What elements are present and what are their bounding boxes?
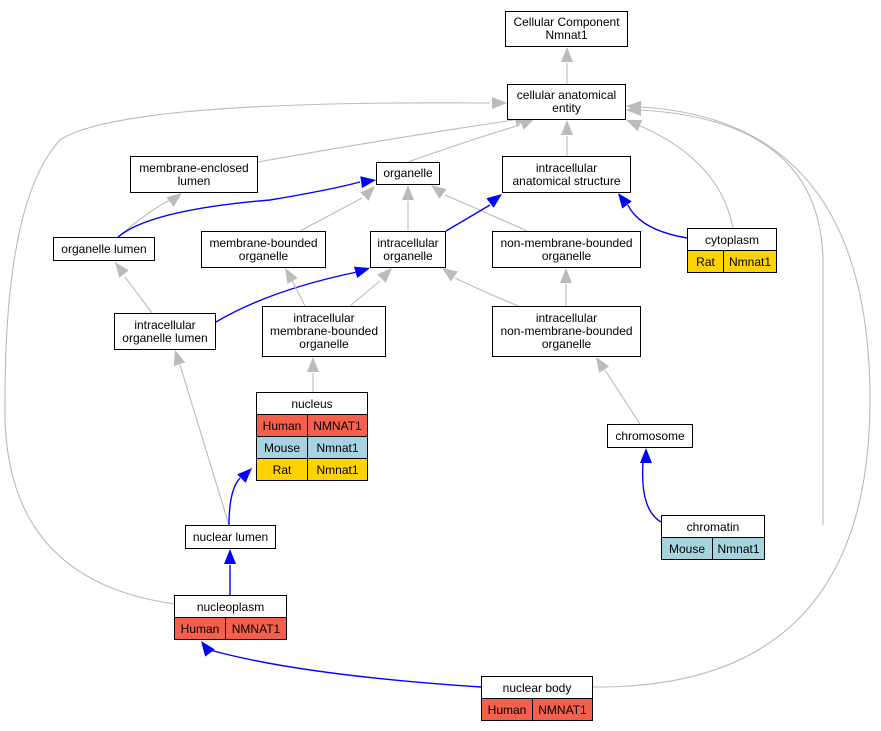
node-nuclear-lumen[interactable]: nuclear lumen — [185, 525, 276, 549]
arrowhead — [518, 118, 535, 130]
node-label: nucleus — [257, 393, 367, 415]
blue-edge-line — [627, 204, 688, 239]
blue-edge-line — [445, 204, 491, 232]
arrowhead — [285, 268, 298, 284]
annotation-row: Human NMNAT1 — [175, 618, 286, 639]
gene-cell: NMNAT1 — [533, 699, 592, 720]
node-cellular-anatomical-entity[interactable]: cellular anatomical entity — [507, 84, 626, 120]
blue-edge-line — [215, 271, 358, 323]
gray-edge-line — [604, 369, 641, 425]
arrowhead — [560, 268, 572, 283]
gray-edge-line — [591, 106, 871, 688]
gray-edge-line — [444, 194, 528, 232]
gray-edge-line — [124, 276, 153, 314]
gene-cell: Nmnat1 — [713, 538, 764, 559]
gene-cell: NMNAT1 — [308, 415, 367, 436]
node-nuclear-body[interactable]: nuclear body Human NMNAT1 — [481, 676, 593, 721]
arrowhead — [201, 641, 215, 657]
arrowhead — [492, 97, 507, 109]
arrowhead — [431, 185, 447, 199]
blue-edge-line — [209, 649, 482, 688]
blue-edge-line — [641, 461, 662, 523]
arrowhead — [166, 193, 182, 207]
arrowhead — [307, 357, 319, 372]
arrowhead — [360, 186, 375, 201]
gray-edge-line — [349, 280, 381, 307]
species-cell: Rat — [688, 251, 724, 272]
node-cellular-component[interactable]: Cellular Component Nmnat1 — [505, 11, 628, 47]
arrowhead — [561, 120, 573, 135]
gray-edge-line — [257, 119, 515, 163]
arrowhead — [237, 468, 252, 483]
gray-edge-line — [454, 277, 519, 307]
annotation-row: Mouse Nmnat1 — [662, 538, 764, 559]
arrowhead — [442, 268, 458, 282]
node-intracellular-anatomical-structure[interactable]: intracellular anatomical structure — [502, 156, 631, 193]
arrowhead — [377, 268, 392, 283]
annotation-row: Rat Nmnat1 — [688, 251, 776, 272]
node-non-membrane-bounded-organelle[interactable]: non-membrane-bounded organelle — [492, 231, 641, 268]
species-cell: Mouse — [257, 437, 308, 458]
arrowhead — [618, 193, 632, 209]
arrowhead — [402, 185, 414, 200]
blue-edge-line — [228, 477, 241, 526]
arrowhead — [596, 357, 610, 373]
species-cell: Human — [175, 618, 226, 639]
node-cytoplasm[interactable]: cytoplasm Rat Nmnat1 — [687, 228, 777, 273]
annotation-row: Mouse Nmnat1 — [257, 437, 367, 459]
species-cell: Human — [482, 699, 533, 720]
node-organelle-lumen[interactable]: organelle lumen — [53, 237, 155, 261]
node-intracellular-non-membrane-bounded-organelle[interactable]: intracellular non-membrane-bounded organ… — [492, 306, 641, 357]
node-intracellular-membrane-bounded-organelle[interactable]: intracellular membrane-bounded organelle — [262, 306, 386, 357]
node-membrane-bounded-organelle[interactable]: membrane-bounded organelle — [201, 231, 326, 268]
species-cell: Human — [257, 415, 308, 436]
gray-edge-line — [291, 279, 306, 307]
gene-cell: NMNAT1 — [226, 618, 286, 639]
node-chromosome[interactable]: chromosome — [607, 424, 693, 448]
arrowhead — [561, 47, 573, 62]
arrowhead — [626, 100, 642, 113]
arrowhead — [360, 176, 376, 189]
gray-edge-line — [299, 197, 363, 232]
gray-edge-line — [407, 124, 521, 163]
node-chromatin[interactable]: chromatin Mouse Nmnat1 — [661, 515, 765, 560]
node-label: nuclear body — [482, 677, 592, 699]
annotation-row: Human NMNAT1 — [482, 699, 592, 720]
gene-cell: Nmnat1 — [724, 251, 776, 272]
gene-cell: Nmnat1 — [308, 459, 367, 480]
node-organelle[interactable]: organelle — [376, 162, 440, 185]
gray-edge-line — [4, 102, 491, 605]
arrowhead — [115, 262, 129, 278]
gray-edge-line — [639, 109, 824, 526]
arrowhead — [353, 266, 370, 279]
arrowhead — [640, 448, 652, 463]
node-membrane-enclosed-lumen[interactable]: membrane-enclosed lumen — [130, 156, 258, 193]
annotation-row: Rat Nmnat1 — [257, 459, 367, 480]
node-label: chromatin — [662, 516, 764, 538]
gray-edge-line — [637, 124, 734, 229]
blue-edge-line — [117, 181, 361, 238]
node-intracellular-organelle-lumen[interactable]: intracellular organelle lumen — [114, 313, 216, 350]
node-intracellular-organelle[interactable]: intracellular organelle — [370, 231, 446, 268]
gene-cell: Nmnat1 — [308, 437, 367, 458]
node-nucleoplasm[interactable]: nucleoplasm Human NMNAT1 — [174, 595, 287, 640]
species-cell: Rat — [257, 459, 308, 480]
gray-edge-line — [179, 364, 230, 526]
node-nucleus[interactable]: nucleus Human NMNAT1 Mouse Nmnat1 Rat Nm… — [256, 392, 368, 481]
node-label: cytoplasm — [688, 229, 776, 251]
arrowhead — [224, 549, 236, 564]
arrowhead — [626, 120, 643, 132]
species-cell: Mouse — [662, 538, 713, 559]
arrowhead — [173, 350, 186, 367]
node-label: nucleoplasm — [175, 596, 286, 618]
annotation-row: Human NMNAT1 — [257, 415, 367, 437]
arrowhead — [486, 194, 502, 208]
